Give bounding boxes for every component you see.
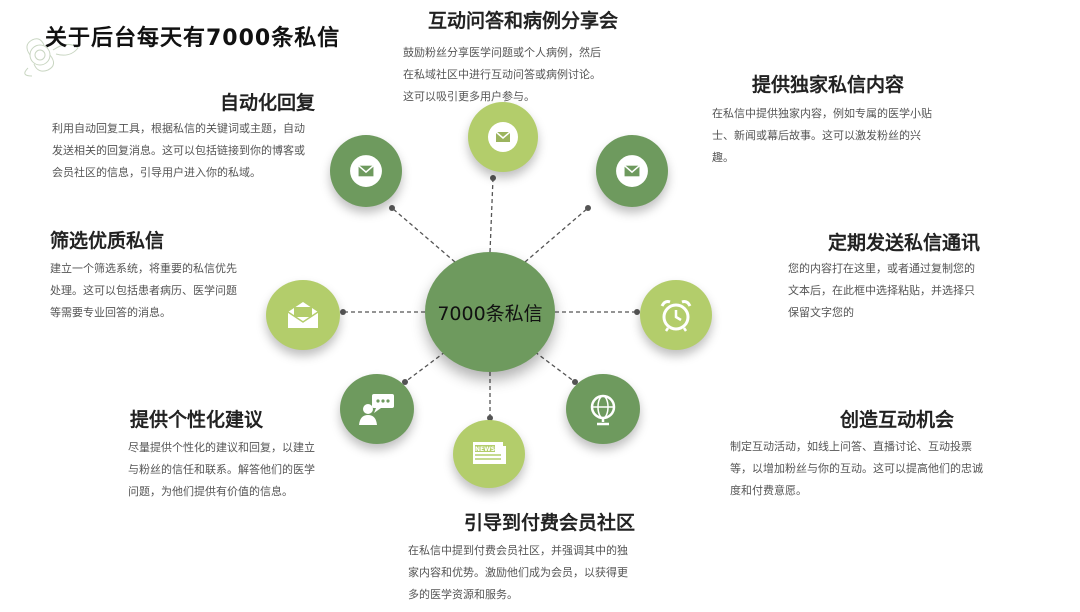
- advice-node: [340, 374, 414, 444]
- globe-icon: [590, 394, 616, 426]
- newsletter-node: [640, 280, 712, 350]
- auto-reply-title: 自动化回复: [220, 92, 316, 114]
- newsletter-title: 定期发送私信通讯: [828, 232, 981, 254]
- center-node: 7000条私信: [425, 252, 555, 372]
- advice-title: 提供个性化建议: [130, 409, 264, 431]
- exclusive-body: 在私信中提供独家内容，例如专属的医学小贴士、新闻或幕后故事。这可以激发粉丝的兴趣…: [712, 107, 932, 164]
- chat-person-icon: [359, 394, 394, 425]
- envelope-icon: [350, 155, 382, 187]
- exclusive-node: [596, 135, 668, 207]
- qa-node: [468, 102, 538, 172]
- page-title: 关于后台每天有7000条私信: [45, 26, 341, 51]
- qa-title: 互动问答和病例分享会: [428, 10, 619, 32]
- interact-node: [566, 374, 640, 444]
- flower-decoration-icon: [24, 38, 79, 77]
- auto-reply-body: 利用自动回复工具，根据私信的关键词或主题，自动发送相关的回复消息。这可以包括链接…: [52, 122, 305, 179]
- qa-body: 鼓励粉丝分享医学问题或个人病例，然后在私域社区中进行互动问答或病例讨论。这可以吸…: [403, 46, 601, 103]
- paid-community-title: 引导到付费会员社区: [464, 512, 636, 534]
- exclusive-title: 提供独家私信内容: [752, 74, 905, 96]
- paid-community-node: NEWS: [453, 420, 525, 488]
- alarm-clock-icon: [660, 300, 692, 332]
- auto-reply-node: [330, 135, 402, 207]
- filter-title: 筛选优质私信: [50, 230, 165, 252]
- filter-node: [266, 280, 340, 350]
- newspaper-icon: NEWS: [473, 442, 506, 464]
- filter-body: 建立一个筛选系统，将重要的私信优先处理。这可以包括患者病历、医学问题等需要专业回…: [50, 262, 237, 319]
- advice-body: 尽量提供个性化的建议和回复，以建立与粉丝的信任和联系。解答他们的医学问题，为他们…: [128, 441, 315, 498]
- center-label: 7000条私信: [437, 302, 543, 325]
- newspaper-icon-text: NEWS: [475, 446, 495, 453]
- envelope-icon: [488, 122, 518, 152]
- envelope-icon: [616, 155, 648, 187]
- interact-title: 创造互动机会: [840, 409, 955, 431]
- newsletter-body: 您的内容打在这里，或者通过复制您的文本后，在此框中选择粘贴，并选择只保留文字您的: [788, 262, 975, 319]
- interact-body: 制定互动活动，如线上问答、直播讨论、互动投票等，以增加粉丝与你的互动。这可以提高…: [730, 440, 983, 497]
- open-envelope-icon: [287, 302, 319, 328]
- paid-community-body: 在私信中提到付费会员社区，并强调其中的独家内容和优势。激励他们成为会员，以获得更…: [408, 544, 628, 601]
